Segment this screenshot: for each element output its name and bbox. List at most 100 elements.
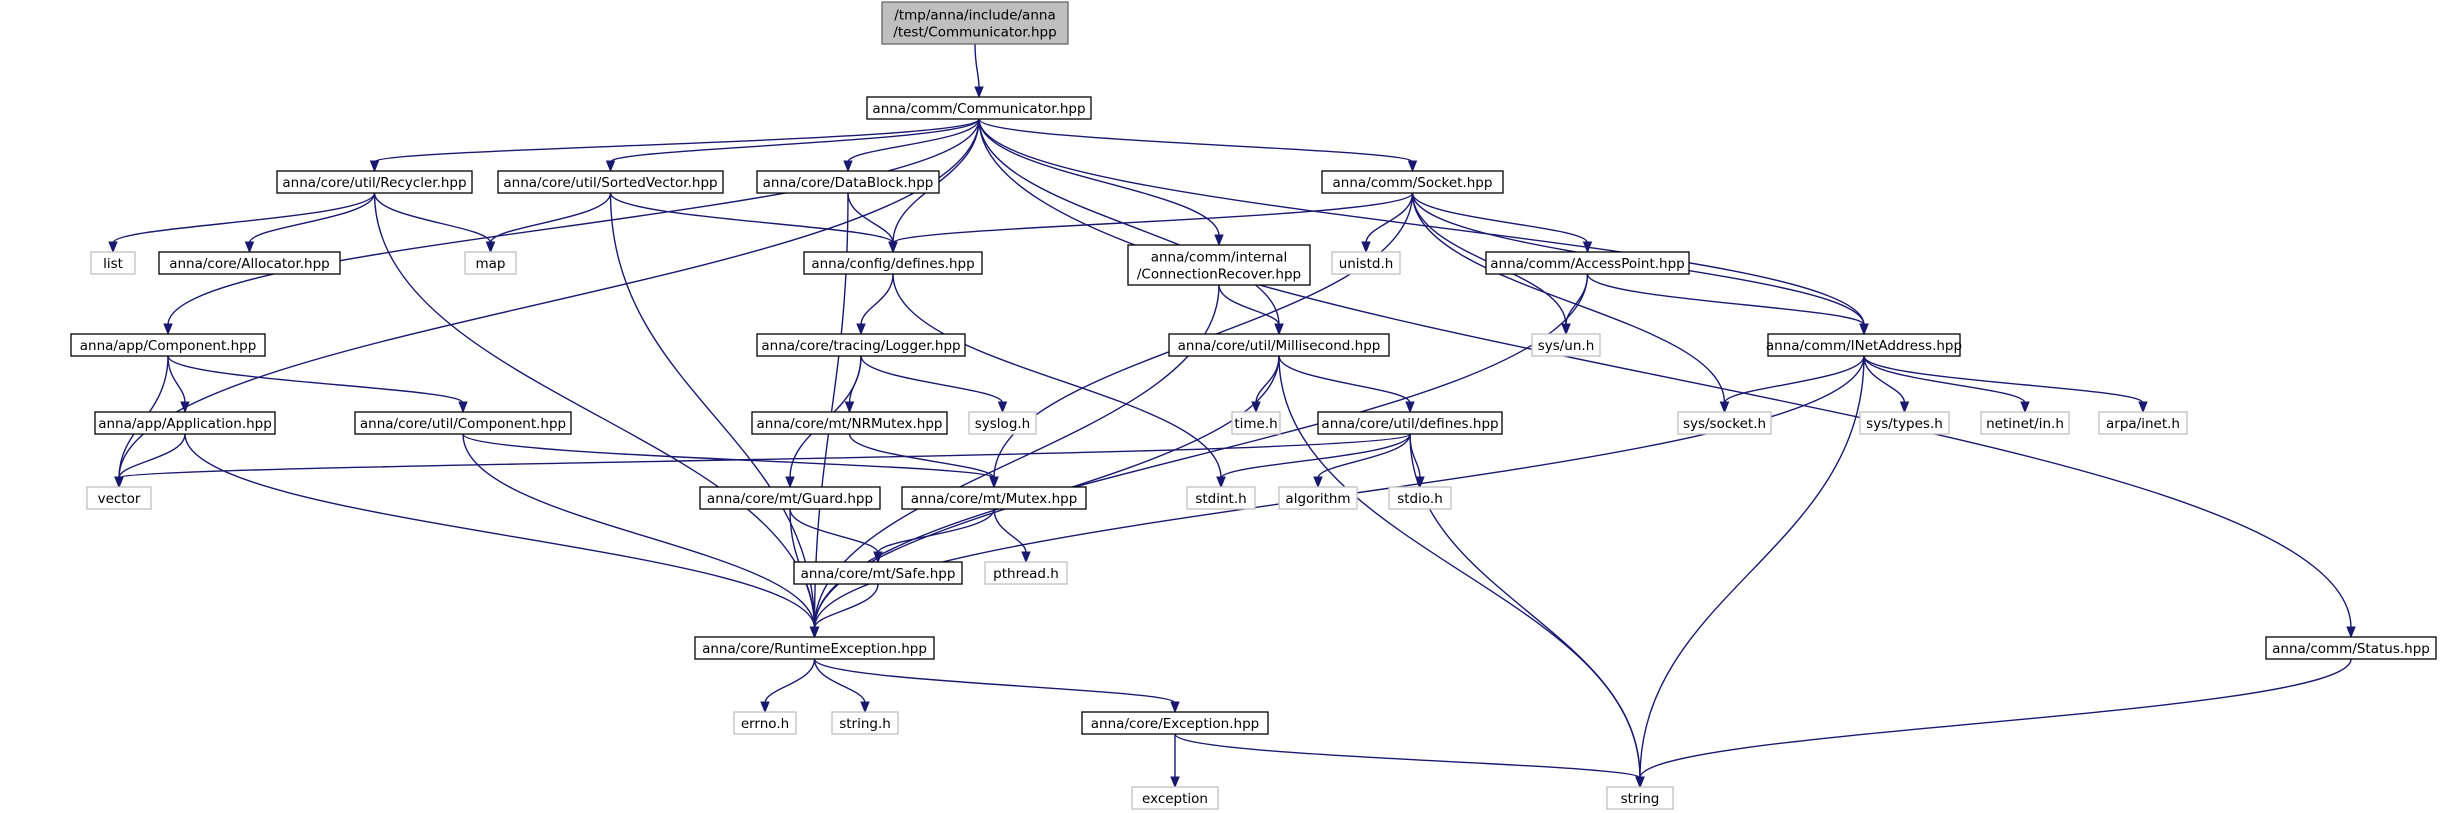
- node-label: vector: [98, 491, 141, 507]
- edge-comm-to-socket: [978, 118, 1418, 173]
- node-box: [158, 251, 341, 275]
- node-box: [2265, 636, 2437, 660]
- edge-appcomp-to-utilcomp: [167, 355, 468, 414]
- node-sortedvec[interactable]: anna/core/util/SortedVector.hpp: [497, 170, 724, 194]
- node-label: anna/app/Component.hpp: [80, 338, 257, 354]
- node-label: anna/comm/Socket.hpp: [1333, 175, 1493, 191]
- node-box: [866, 96, 1092, 120]
- node-box: [1767, 333, 1961, 357]
- node-inetaddr[interactable]: anna/comm/INetAddress.hpp: [1766, 333, 1962, 357]
- node-systypes: sys/types.h: [1859, 411, 1950, 435]
- node-box: [1677, 411, 1772, 435]
- node-box: [1321, 170, 1504, 194]
- edge-accesspoint-to-inetaddr: [1586, 273, 1869, 336]
- node-label: anna/core/Exception.hpp: [1091, 716, 1259, 732]
- node-safe[interactable]: anna/core/mt/Safe.hpp: [793, 561, 963, 585]
- node-algorithm: algorithm: [1278, 486, 1358, 510]
- node-box: [276, 170, 473, 194]
- node-socket[interactable]: anna/comm/Socket.hpp: [1321, 170, 1504, 194]
- node-box: [803, 251, 983, 275]
- node-label: anna/core/mt/Guard.hpp: [707, 491, 873, 507]
- node-label: /tmp/anna/include/anna: [894, 8, 1055, 24]
- node-box: [1331, 251, 1401, 275]
- node-mutex[interactable]: anna/core/mt/Mutex.hpp: [901, 486, 1087, 510]
- edge-inetaddr-to-syssocket: [1719, 355, 1865, 414]
- node-label: sys/socket.h: [1683, 416, 1766, 432]
- node-appcomp[interactable]: anna/app/Component.hpp: [70, 333, 266, 357]
- edge-runtimeexc-to-errno: [760, 658, 816, 714]
- node-label: string: [1621, 791, 1660, 807]
- edge-logger-to-syslog: [860, 355, 1008, 414]
- node-nrmutex[interactable]: anna/core/mt/NRMutex.hpp: [751, 411, 948, 435]
- node-logger[interactable]: anna/core/tracing/Logger.hpp: [756, 333, 966, 357]
- edge-safe-to-runtimeexc: [809, 583, 879, 639]
- node-allocator[interactable]: anna/core/Allocator.hpp: [158, 251, 341, 275]
- node-label: anna/core/mt/NRMutex.hpp: [756, 416, 942, 432]
- node-timeh: time.h: [1231, 411, 1281, 435]
- node-box: [1081, 711, 1269, 735]
- node-label: string.h: [839, 716, 891, 732]
- node-label: stdint.h: [1195, 491, 1246, 507]
- edge-inetaddr-to-netinet: [1863, 355, 2030, 414]
- node-label: anna/core/mt/Safe.hpp: [801, 566, 956, 582]
- node-label: syslog.h: [975, 416, 1030, 432]
- edge-recycler-to-list: [108, 192, 376, 254]
- node-box: [1131, 786, 1219, 810]
- node-box: [2098, 411, 2188, 435]
- edge-utildefines-to-vector: [114, 433, 1411, 489]
- edge-mutex-to-safe: [873, 508, 995, 564]
- node-label: list: [103, 256, 123, 272]
- node-label: pthread.h: [993, 566, 1059, 582]
- node-stdio: stdio.h: [1388, 486, 1452, 510]
- node-utilcomp[interactable]: anna/core/util/Component.hpp: [354, 411, 572, 435]
- edge-comm-to-appcomp: [163, 118, 980, 336]
- edge-millisecond-to-utildefines: [1278, 355, 1415, 414]
- edge-inetaddr-to-arpa: [1863, 355, 2148, 414]
- node-label: anna/core/DataBlock.hpp: [763, 175, 934, 191]
- node-recycler[interactable]: anna/core/util/Recycler.hpp: [276, 170, 473, 194]
- node-comm[interactable]: anna/comm/Communicator.hpp: [866, 96, 1092, 120]
- node-label: anna/core/tracing/Logger.hpp: [761, 338, 960, 354]
- edge-comm-to-status: [978, 118, 2356, 639]
- node-stringh: string.h: [831, 711, 899, 735]
- node-datablock[interactable]: anna/core/DataBlock.hpp: [756, 170, 940, 194]
- node-runtimeexc[interactable]: anna/core/RuntimeException.hpp: [694, 636, 935, 660]
- edge-comm-to-sortedvec: [605, 118, 980, 173]
- node-errno: errno.h: [733, 711, 797, 735]
- node-arpa: arpa/inet.h: [2098, 411, 2188, 435]
- edge-utildefines-to-algorithm: [1313, 433, 1411, 489]
- node-box: [464, 251, 517, 275]
- edge-comm-to-inetaddr: [978, 118, 1869, 336]
- node-guard[interactable]: anna/core/mt/Guard.hpp: [699, 486, 881, 510]
- node-utildefines[interactable]: anna/core/util/defines.hpp: [1317, 411, 1503, 435]
- node-label: anna/core/util/defines.hpp: [1321, 416, 1498, 432]
- nodes-layer: /tmp/anna/include/anna/test/Communicator…: [70, 1, 2437, 810]
- node-root[interactable]: /tmp/anna/include/anna/test/Communicator…: [881, 1, 1069, 45]
- node-connrec[interactable]: anna/comm/internal/ConnectionRecover.hpp: [1127, 244, 1311, 286]
- node-label: anna/comm/Communicator.hpp: [872, 101, 1085, 117]
- node-millisecond[interactable]: anna/core/util/Millisecond.hpp: [1168, 333, 1390, 357]
- edge-socket-to-accesspoint: [1411, 192, 1593, 254]
- edge-logger-to-nrmutex: [844, 355, 862, 414]
- node-status[interactable]: anna/comm/Status.hpp: [2265, 636, 2437, 660]
- node-label: time.h: [1234, 416, 1277, 432]
- node-defines[interactable]: anna/config/defines.hpp: [803, 251, 983, 275]
- node-box: [86, 486, 152, 510]
- node-label: errno.h: [741, 716, 789, 732]
- edge-sortedvec-to-map: [485, 192, 612, 254]
- edge-socket-to-defines: [888, 192, 1414, 254]
- node-label: sys/types.h: [1866, 416, 1943, 432]
- node-string: string: [1606, 786, 1674, 810]
- node-box: [1278, 486, 1358, 510]
- node-accesspoint[interactable]: anna/comm/AccessPoint.hpp: [1485, 251, 1690, 275]
- node-stdint: stdint.h: [1186, 486, 1256, 510]
- node-label: anna/config/defines.hpp: [811, 256, 974, 272]
- node-label: anna/core/util/Millisecond.hpp: [1178, 338, 1381, 354]
- edge-defines-to-logger: [856, 273, 894, 336]
- node-box: [756, 170, 940, 194]
- edge-connrec-to-millisecond: [1218, 284, 1284, 336]
- node-box: [831, 711, 899, 735]
- node-label: anna/app/Application.hpp: [98, 416, 272, 432]
- node-application[interactable]: anna/app/Application.hpp: [94, 411, 276, 435]
- node-exception_hpp[interactable]: anna/core/Exception.hpp: [1081, 711, 1269, 735]
